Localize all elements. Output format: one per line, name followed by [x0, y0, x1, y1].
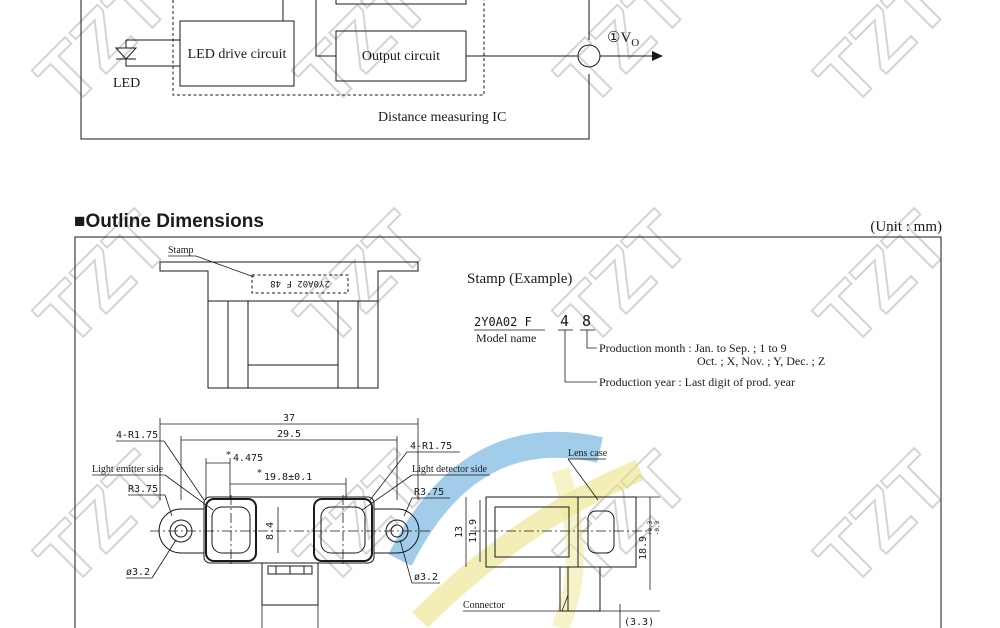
- sensor-side-view: Lens case 13 11.9 18.9 +0.3 -0.3 Connect…: [454, 448, 661, 628]
- dim-side-height: 13: [454, 526, 465, 538]
- ic-dashed-box: [172, 0, 485, 96]
- upper-circuit-box: [335, 0, 467, 5]
- leader-line: [163, 440, 205, 501]
- output-circuit-label: Output circuit: [362, 49, 440, 64]
- led-drive-circuit-label: LED drive circuit: [188, 47, 287, 62]
- month-digit: 8: [582, 312, 591, 330]
- month-leader: [586, 330, 597, 349]
- callout-line: [195, 255, 255, 278]
- stamp-text: 2Y0A02 F 48: [270, 278, 330, 288]
- left-flange: [158, 508, 205, 554]
- hole-right: ø3.2: [414, 572, 438, 583]
- stamp-callout: Stamp: [168, 245, 194, 256]
- dim-connector-height: (3.3): [624, 617, 654, 628]
- leader-line: [369, 451, 408, 501]
- stamp-example: Stamp (Example) 2Y0A02 F 4 8 Model name …: [467, 271, 825, 389]
- leader-line: [399, 539, 413, 584]
- year-leader: [564, 330, 597, 383]
- asterisk-mark: *: [226, 450, 231, 461]
- led-label: LED: [113, 76, 140, 91]
- dim-side-tolerance-plus: +0.3: [647, 520, 654, 535]
- leader-line: [361, 474, 413, 511]
- side-lens: [587, 510, 615, 554]
- connector-body: [261, 562, 319, 606]
- outer-box: [80, 0, 590, 140]
- watermark: TZT: [799, 0, 966, 122]
- corner-radius-right: 4-R1.75: [410, 441, 452, 452]
- leader-line: [403, 497, 413, 517]
- stamp-area: [251, 274, 349, 294]
- watermark: TZT: [19, 0, 186, 122]
- output-terminal-label: ①VO: [607, 30, 639, 49]
- flange-radius-right: R3.75: [414, 487, 444, 498]
- sensor-front-view: 37 29.5 * 4.475 * 19.8±0.1 4-R1.75 Light…: [92, 413, 490, 628]
- stamp-example-title: Stamp (Example): [467, 271, 572, 287]
- leader-line: [164, 494, 173, 517]
- output-arrow-head: [652, 51, 663, 61]
- leader-line: [151, 539, 177, 579]
- leader-line: [561, 594, 569, 612]
- dim-offset: 4.475: [233, 453, 263, 464]
- dim-side-tolerance-minus: -0.3: [654, 520, 661, 535]
- led-drive-circuit-box: [179, 20, 295, 87]
- side-connector: [559, 566, 601, 612]
- model-name-label: Model name: [476, 331, 536, 345]
- watermark: TZT: [539, 0, 706, 122]
- sensor-top-view: Stamp 2Y0A02 F 48: [159, 245, 419, 389]
- dim-lens-spacing: 19.8±0.1: [264, 472, 312, 483]
- dim-side-total: 18.9: [638, 536, 649, 560]
- hole-left: ø3.2: [126, 567, 150, 578]
- sensor-body-lower: [207, 300, 379, 389]
- section-title: ■Outline Dimensions: [74, 211, 264, 232]
- logo-swoosh-yellow: [412, 459, 645, 628]
- ic-label: Distance measuring IC: [378, 110, 506, 125]
- production-year-label: Production year : Last digit of prod. ye…: [599, 375, 795, 389]
- stamp-code: 2Y0A02 F: [474, 315, 532, 329]
- lens-case: [577, 496, 637, 568]
- watermark: TZT: [19, 435, 186, 602]
- led-symbol: [114, 47, 138, 60]
- production-month-line1: Production month : Jan. to Sep. ; 1 to 9: [599, 341, 787, 355]
- right-flange: [373, 508, 420, 554]
- led-wire: [125, 59, 180, 67]
- production-month-line2: Oct. ; X, Nov. ; Y, Dec. ; Z: [697, 354, 825, 368]
- side-body-inner: [494, 506, 570, 558]
- asterisk-mark: *: [257, 468, 262, 479]
- dim-overall-width: 37: [283, 413, 295, 424]
- year-digit: 4: [560, 312, 569, 330]
- wire: [315, 0, 336, 57]
- block-diagram: LED drive circuit Output circuit ①VO LED…: [80, 0, 663, 140]
- light-emitter-side-label: Light emitter side: [92, 464, 164, 475]
- lens-case-label: Lens case: [568, 448, 608, 459]
- leader-line: [567, 458, 599, 501]
- logo-swoosh-yellow-lower: [551, 467, 584, 628]
- dim-lens-height: 8.4: [265, 522, 276, 540]
- leader-line: [164, 474, 214, 511]
- dim-hole-spacing: 29.5: [277, 429, 301, 440]
- connector-label: Connector: [463, 600, 505, 611]
- flange-radius-left: R3.75: [128, 484, 158, 495]
- outline-frame: [74, 236, 942, 628]
- watermark-layer: TZT TZT TZT TZT TZT TZT TZT TZT TZT TZT …: [18, 0, 967, 628]
- unit-label: (Unit : mm): [870, 219, 942, 235]
- light-detector-side-label: Light detector side: [412, 464, 488, 475]
- corner-radius-left: 4-R1.75: [116, 430, 158, 441]
